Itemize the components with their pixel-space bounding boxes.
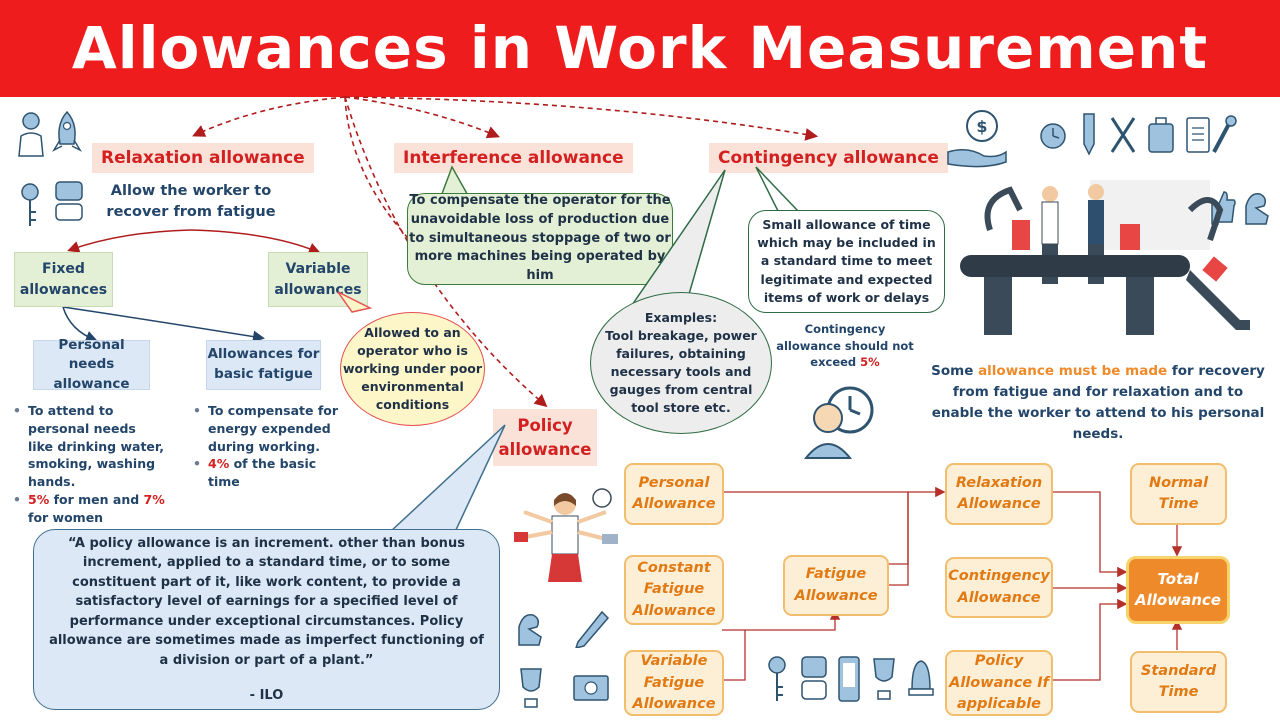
clipboard-icon	[1186, 117, 1210, 153]
men-percent: 5%	[28, 491, 50, 507]
summary-text: Some allowance must be made for recovery…	[928, 361, 1268, 445]
men-text: for men and	[49, 491, 144, 507]
interference-allowance-label: Interference allowance	[394, 143, 633, 173]
policy-quote-bubble: “A policy allowance is an increment. oth…	[33, 529, 500, 710]
relaxation-description: Allow the worker to recover from fatigue	[106, 183, 276, 221]
multitasking-woman-illustration	[514, 488, 618, 582]
variable-note-bubble: Allowed to an operator who is working un…	[340, 312, 485, 426]
personal-needs-allowance-box: Personal needs allowance	[33, 337, 150, 392]
personal-needs-bullets: To attend to personal needs like drinkin…	[10, 402, 165, 526]
money-hand-icon: $	[947, 110, 1007, 168]
basic-bullet-1: To compensate for energy expended during…	[193, 402, 340, 455]
examples-bubble: Examples: Tool breakage, power failures,…	[590, 292, 772, 434]
trophy-icon	[873, 658, 895, 700]
pencil-icon	[575, 610, 610, 648]
policy-source: - ILO	[249, 688, 284, 703]
contingency-bubble-tail	[755, 166, 800, 212]
policy-allowance-label: Policy allowance	[493, 409, 597, 466]
summary-highlight: allowance must be made	[978, 363, 1168, 379]
summary-pre: Some	[931, 363, 979, 379]
interference-description: To compensate the operator for the unavo…	[407, 193, 673, 285]
flow-relaxation-allowance: Relaxation Allowance	[945, 463, 1053, 525]
flow-standard-time: Standard Time	[1130, 651, 1227, 713]
wrench-icon	[1212, 115, 1237, 153]
title-bar	[0, 0, 1280, 97]
women-percent: 7%	[143, 491, 165, 507]
basic-percent: 4%	[208, 456, 230, 472]
contingency-note-text: Contingency allowance should not exceed	[776, 322, 914, 370]
flow-constant-fatigue-allowance: Constant Fatigue Allowance	[624, 555, 724, 625]
bag-icon	[1148, 117, 1174, 153]
flow-personal-allowance: Personal Allowance	[624, 463, 724, 525]
contingency-note: Contingency allowance should not exceed …	[772, 321, 918, 371]
flow-contingency-allowance: Contingency Allowance	[945, 557, 1053, 618]
relaxation-allowance-label: Relaxation allowance	[92, 143, 314, 173]
trophy-icon	[520, 668, 542, 708]
svg-text:$: $	[976, 117, 987, 136]
examples-heading: Examples:	[644, 309, 718, 325]
basic-fatigue-allowance-box: Allowances for basic fatigue	[206, 340, 321, 390]
pen-icon	[1083, 113, 1095, 156]
flow-fatigue-allowance: Fatigue Allowance	[783, 555, 889, 616]
policy-bubble-tail	[388, 424, 506, 533]
tools-icon	[1110, 117, 1136, 153]
examples-text: Tool breakage, power failures, obtaining…	[605, 327, 757, 416]
scientist-icon	[18, 112, 44, 157]
alarm-clock-icon	[1040, 123, 1066, 149]
personal-bullet-1: To attend to personal needs like drinkin…	[13, 402, 165, 491]
basic-fatigue-bullets: To compensate for energy expended during…	[190, 402, 340, 491]
phone-icon	[838, 656, 860, 702]
chat-icon	[801, 656, 827, 700]
flow-variable-fatigue-allowance: Variable Fatigue Allowance	[624, 650, 724, 716]
page-title: Allowances in Work Measurement	[71, 14, 1209, 82]
flow-total-allowance: Total Allowance	[1126, 556, 1230, 624]
basic-percent-text: of the basic time	[208, 456, 317, 489]
policy-quote: “A policy allowance is an increment. oth…	[49, 535, 484, 668]
strong-arm-icon	[518, 614, 542, 646]
contingency-description: Small allowance of time which may be inc…	[748, 210, 945, 313]
worker-clock-icon	[803, 386, 874, 459]
basic-bullet-2: 4% of the basic time	[193, 455, 340, 491]
personal-bullet-2: 5% for men and 7% for women	[13, 491, 165, 527]
chat-icon	[55, 181, 83, 221]
contingency-allowance-label: Contingency allowance	[709, 143, 948, 173]
summary-post: for recovery from fatigue and for relaxa…	[931, 363, 1265, 442]
key-icon	[768, 656, 786, 701]
key-icon	[21, 183, 39, 226]
women-text: for women	[28, 509, 104, 525]
fixed-allowances-box: Fixed allowances	[14, 252, 113, 307]
rocket-icon	[52, 110, 82, 152]
flow-normal-time: Normal Time	[1130, 463, 1227, 525]
factory-workers-illustration	[960, 180, 1250, 335]
bell-icon	[908, 660, 934, 696]
contingency-percent: 5%	[860, 355, 880, 370]
flow-policy-allowance: Policy Allowance If applicable	[945, 650, 1053, 716]
cash-icon	[573, 675, 609, 701]
variable-note-bubble-tail	[337, 291, 373, 313]
strong-arm-icon	[1245, 193, 1269, 225]
